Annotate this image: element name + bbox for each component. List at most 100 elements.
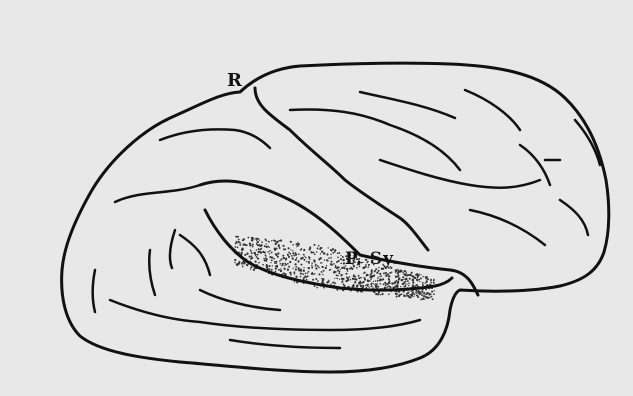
stipple-dot (370, 274, 372, 276)
stipple-dot (358, 283, 359, 284)
stipple-dot (251, 252, 253, 254)
stipple-dot (425, 276, 426, 277)
stipple-dot (288, 247, 290, 249)
stipple-dot (260, 245, 262, 247)
stipple-dot (370, 277, 372, 279)
stipple-dot (256, 240, 257, 241)
stipple-dot (308, 271, 310, 273)
stipple-dot (337, 289, 339, 291)
stipple-dot (340, 258, 342, 260)
stipple-dot (395, 285, 397, 287)
stipple-dot (366, 287, 368, 289)
stipple-dot (283, 248, 285, 250)
stipple-dot (416, 279, 418, 281)
stipple-dot (335, 265, 337, 267)
stipple-dot (333, 263, 335, 265)
stipple-dot (341, 267, 343, 269)
stipple-dot (422, 276, 424, 278)
stipple-dot (332, 252, 334, 254)
stipple-dot (308, 267, 310, 269)
stipple-dot (302, 273, 304, 275)
stipple-dot (380, 294, 381, 295)
stipple-dot (415, 284, 417, 286)
stipple-dot (413, 293, 415, 295)
stipple-dot (395, 272, 396, 273)
stipple-dot (303, 270, 305, 272)
stipple-dot (408, 283, 410, 285)
stipple-dot (316, 251, 317, 252)
stipple-dot (367, 279, 369, 281)
stipple-dot (256, 249, 258, 251)
stipple-dot (275, 261, 277, 263)
stipple-dot (306, 279, 308, 281)
stipple-dot (358, 277, 360, 279)
stipple-dot (388, 285, 390, 287)
stipple-dot (258, 248, 260, 250)
stipple-dot (240, 242, 242, 244)
stipple-dot (329, 269, 331, 271)
stipple-dot (388, 278, 390, 280)
stipple-dot (416, 294, 418, 296)
stipple-dot (378, 277, 379, 278)
stipple-dot (322, 274, 323, 275)
stipple-dot (411, 293, 413, 295)
stipple-dot (403, 273, 405, 275)
stipple-dot (238, 241, 240, 243)
brain-outline (62, 63, 609, 372)
stipple-dot (308, 262, 310, 264)
stipple-dot (337, 252, 339, 254)
stipple-dot (287, 263, 289, 265)
stipple-dot (294, 273, 296, 275)
stipple-dot (353, 275, 355, 277)
stipple-dot (384, 282, 386, 284)
stipple-dot (250, 268, 251, 269)
stipple-dot (265, 243, 266, 244)
stipple-dot (342, 256, 344, 258)
stipple-dot (330, 283, 331, 284)
stipple-dot (409, 278, 411, 280)
parietal-sulcus-4 (380, 160, 540, 188)
stipple-dot (417, 292, 419, 294)
stipple-dot (407, 274, 409, 276)
stipple-dot (426, 292, 428, 294)
stipple-dot (287, 269, 289, 271)
stipple-dot (362, 285, 364, 287)
stipple-dot (388, 275, 390, 277)
stipple-dot (277, 256, 279, 258)
stipple-dot (295, 269, 297, 271)
stipple-dot (404, 278, 406, 280)
stipple-dot (331, 264, 333, 266)
stipple-dot (265, 238, 267, 240)
stipple-dot (267, 251, 269, 253)
stipple-dot (334, 282, 336, 284)
stipple-dot (289, 261, 291, 263)
stipple-dot (293, 267, 294, 268)
stipple-dot (294, 263, 296, 265)
stipple-dot (242, 266, 244, 268)
stipple-dot (372, 287, 373, 288)
stipple-dot (244, 254, 246, 256)
stipple-dot (395, 293, 397, 295)
stipple-dot (269, 253, 270, 254)
stipple-dot (311, 265, 313, 267)
stipple-dot (385, 285, 386, 286)
stipple-dot (402, 276, 404, 278)
stipple-dot (241, 249, 243, 251)
stipple-dot (314, 261, 316, 263)
stipple-dot (336, 278, 338, 280)
stipple-dot (413, 296, 414, 297)
stipple-dot (340, 274, 342, 276)
stipple-dot (269, 256, 271, 258)
stipple-dot (385, 272, 387, 274)
stipple-dot (434, 290, 435, 291)
stipple-dot (248, 237, 250, 239)
stipple-dot (402, 272, 403, 273)
stipple-dot (328, 247, 329, 248)
stipple-dot (269, 247, 270, 248)
stipple-dot (279, 240, 280, 241)
stipple-dot (307, 272, 308, 273)
stipple-dot (295, 266, 297, 268)
stipple-dot (252, 244, 254, 246)
stipple-dot (253, 269, 255, 271)
